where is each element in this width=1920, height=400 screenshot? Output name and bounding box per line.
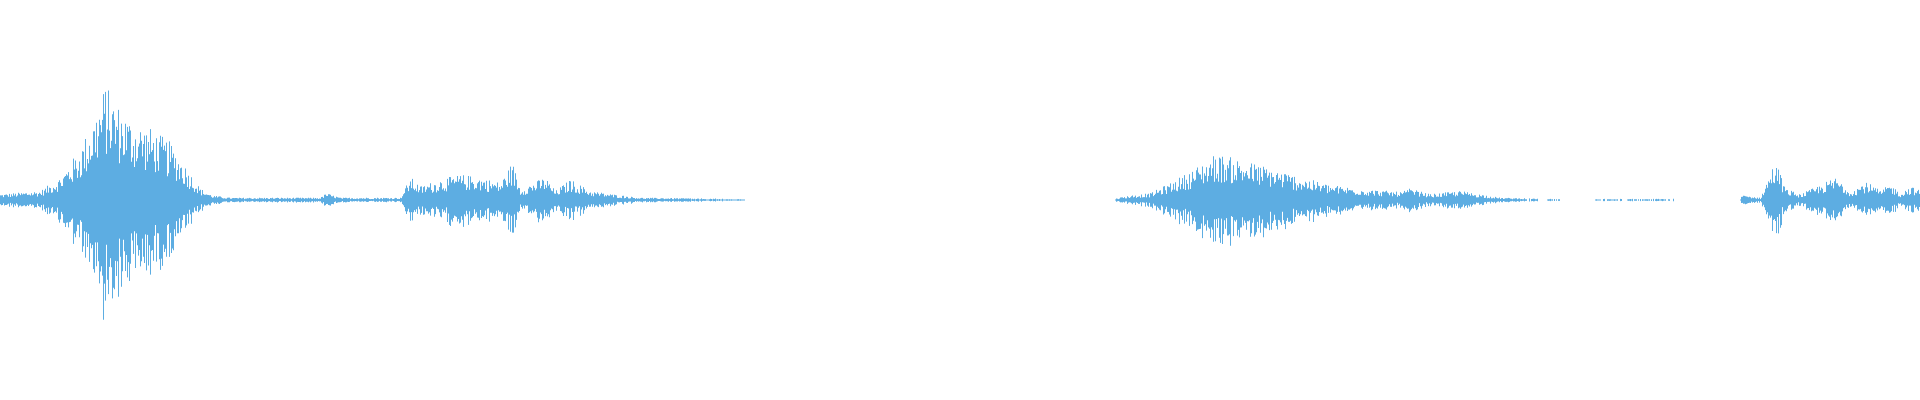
waveform-bars — [0, 90, 1920, 320]
